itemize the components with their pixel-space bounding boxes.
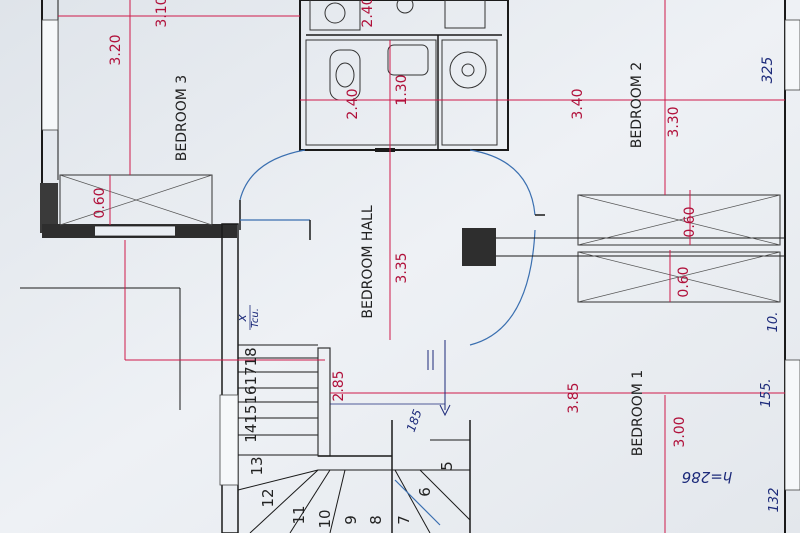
dim-wardrobe-bed2: 0.60 <box>682 206 698 237</box>
right-window-top <box>784 19 800 91</box>
bathroom-block <box>299 0 509 152</box>
room-label-bedroom1: BEDROOM 1 <box>630 370 646 456</box>
dim-bed1-width: 3.85 <box>566 382 582 413</box>
room-label-hall: BEDROOM HALL <box>360 205 376 318</box>
dim-bath-a: 2.40 <box>360 0 376 28</box>
room-label-bedroom2: BEDROOM 2 <box>629 62 645 148</box>
stair-steps-left: 13 12 11 10 9 8 7 <box>248 456 413 528</box>
stair-step: 6 <box>416 487 434 497</box>
stair-step: 13 <box>248 456 266 475</box>
stair-window <box>219 394 239 486</box>
dim-wardrobe-bed3: 0.60 <box>92 187 108 218</box>
stair-step: 10 <box>316 509 334 528</box>
pen-note-height: h=286 <box>682 468 733 486</box>
stair-upper-run: 1415161718 <box>242 347 260 442</box>
pen-note-x: x <box>235 314 249 323</box>
dim-bed3-width: 3.10 <box>154 0 170 28</box>
hall-curves <box>239 149 785 346</box>
pen-note-155: 155. <box>759 379 774 408</box>
stair-steps-right: 5 6 <box>416 461 456 497</box>
dim-bath-c: 1.30 <box>394 74 410 105</box>
exterior-walls <box>20 0 800 533</box>
pen-note-325: 325 <box>760 57 776 84</box>
stair-step: 5 <box>438 461 456 471</box>
dim-bed3-length: 3.20 <box>108 34 124 65</box>
dim-hall-length: 3.35 <box>394 252 410 283</box>
dim-wardrobe-bed1: 0.60 <box>676 266 692 297</box>
dim-landing: 2.85 <box>331 370 347 401</box>
wardrobe-bedroom3 <box>59 174 213 226</box>
stairs <box>237 344 471 533</box>
dim-bed2-length: 3.30 <box>666 106 682 137</box>
left-window <box>41 19 59 131</box>
stair-step: 7 <box>395 515 413 525</box>
pen-arrows <box>330 340 451 417</box>
stair-step: 9 <box>342 515 360 525</box>
dimension-lines <box>58 0 785 533</box>
dim-bath-b: 2.40 <box>345 88 361 119</box>
dim-bed1-length: 3.00 <box>672 416 688 447</box>
wardrobe-bedroom1 <box>577 251 781 303</box>
pen-note-fraction: Tcu. <box>250 308 261 328</box>
pen-note-132: 132 <box>767 488 782 513</box>
pen-note-10: 10. <box>766 312 781 333</box>
dim-bed2-width: 3.40 <box>570 88 586 119</box>
stair-step: 12 <box>259 488 277 507</box>
stair-step: 8 <box>367 515 385 525</box>
room-label-bedroom3: BEDROOM 3 <box>174 75 190 161</box>
wardrobe-bedroom2 <box>577 194 781 246</box>
stair-step: 11 <box>290 505 308 524</box>
right-window-bottom <box>784 359 800 491</box>
